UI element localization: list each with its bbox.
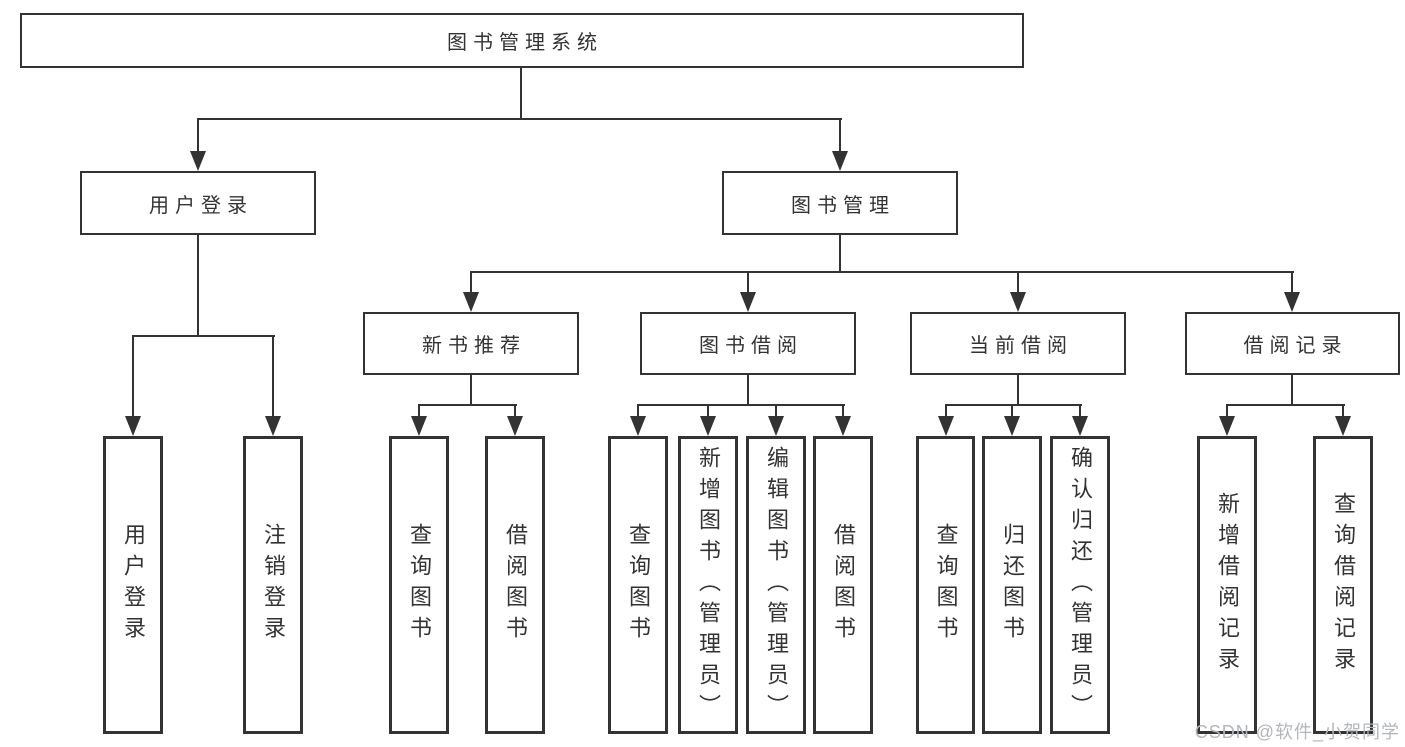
connector-line: [945, 404, 1082, 406]
connector-line: [197, 235, 199, 337]
node-book-borrow: 图书借阅: [640, 312, 856, 375]
node-label: 查询图书: [626, 523, 651, 647]
node-label: 归还图书: [1000, 523, 1025, 647]
leaf-borrow-query-books: 查询图书: [608, 436, 668, 734]
connector-line: [1291, 375, 1293, 406]
leaf-recommend-borrow-books: 借阅图书: [485, 436, 545, 734]
arrow-down-icon: [1004, 405, 1020, 436]
leaf-return-books: 归还图书: [982, 436, 1042, 734]
node-label: 查询图书: [933, 523, 959, 647]
node-label: 查询图书: [407, 523, 432, 647]
arrow-down-icon: [1072, 405, 1088, 436]
arrow-down-icon: [630, 405, 646, 436]
connector-line: [418, 404, 517, 406]
connector-line: [132, 335, 275, 337]
leaf-edit-books-admin: 编辑图书（管理员）: [746, 436, 806, 734]
arrow-down-icon: [265, 336, 281, 436]
node-label: 新增图书（管理员）: [696, 445, 721, 725]
node-label: 借阅图书: [831, 523, 856, 647]
arrow-down-icon: [700, 405, 716, 436]
arrow-down-icon: [507, 405, 523, 436]
node-label: 借阅记录: [1243, 335, 1348, 357]
leaf-user-login: 用户登录: [103, 436, 163, 734]
connector-line: [1226, 404, 1345, 406]
node-label: 查询借阅记录: [1331, 492, 1356, 678]
arrow-down-icon: [190, 119, 206, 171]
arrow-down-icon: [1010, 272, 1026, 312]
arrow-down-icon: [832, 119, 848, 171]
arrow-down-icon: [411, 405, 427, 436]
connector-line: [470, 375, 472, 406]
node-label: 新增借阅记录: [1215, 492, 1240, 678]
leaf-logout: 注销登录: [243, 436, 303, 734]
node-book-management: 图书管理: [722, 171, 958, 235]
leaf-current-query-books: 查询图书: [916, 436, 975, 734]
leaf-add-books-admin: 新增图书（管理员）: [678, 436, 738, 734]
node-library-management-system: 图书管理系统: [20, 13, 1024, 68]
arrow-down-icon: [125, 336, 141, 436]
arrow-down-icon: [835, 405, 851, 436]
arrow-down-icon: [463, 272, 479, 312]
node-label: 图书管理系统: [447, 32, 603, 54]
arrow-down-icon: [740, 272, 756, 312]
node-user-login: 用户登录: [80, 171, 316, 235]
node-label: 当前借阅: [969, 335, 1073, 357]
node-borrow-records: 借阅记录: [1185, 312, 1400, 375]
leaf-borrow-books: 借阅图书: [813, 436, 873, 734]
connector-line: [747, 375, 749, 406]
arrow-down-icon: [1219, 405, 1235, 436]
arrow-down-icon: [1335, 405, 1351, 436]
arrow-down-icon: [768, 405, 784, 436]
leaf-query-borrow-record: 查询借阅记录: [1313, 436, 1373, 734]
node-label: 借阅图书: [503, 523, 528, 647]
node-label: 新书推荐: [422, 335, 526, 357]
node-current-borrow: 当前借阅: [910, 312, 1126, 375]
arrow-down-icon: [1284, 272, 1300, 312]
connector-line: [637, 404, 845, 406]
node-label: 编辑图书（管理员）: [764, 445, 789, 725]
node-label: 用户登录: [121, 523, 146, 647]
leaf-confirm-return-admin: 确认归还（管理员）: [1050, 436, 1110, 734]
connector-line: [1017, 375, 1019, 406]
connector-line: [839, 235, 841, 273]
leaf-recommend-query-books: 查询图书: [389, 436, 449, 734]
connector-line: [197, 118, 842, 120]
node-label: 确认归还（管理员）: [1068, 445, 1093, 725]
connector-line: [470, 271, 1294, 273]
node-new-book-recommend: 新书推荐: [363, 312, 579, 375]
leaf-add-borrow-record: 新增借阅记录: [1197, 436, 1257, 734]
arrow-down-icon: [938, 405, 954, 436]
node-label: 图书借阅: [699, 335, 803, 357]
node-label: 用户登录: [149, 194, 253, 217]
csdn-watermark: CSDN @软件_小贺同学: [1194, 722, 1400, 742]
node-label: 注销登录: [261, 523, 286, 647]
node-label: 图书管理: [791, 194, 895, 217]
connector-line: [520, 68, 522, 120]
